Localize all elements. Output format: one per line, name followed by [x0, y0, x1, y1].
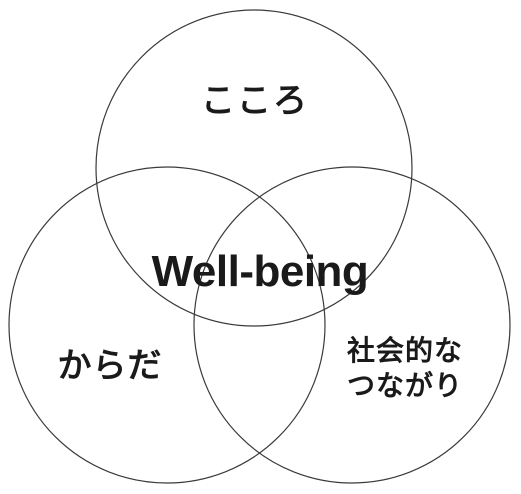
label-body: からだ: [57, 346, 163, 386]
label-social-connection: 社会的な つながり: [330, 333, 480, 403]
circle-social: [193, 166, 511, 484]
circle-body: [8, 166, 326, 484]
label-social-line-2: つながり: [346, 369, 463, 402]
label-mind: こころ: [201, 81, 309, 121]
label-social-line-1: 社会的な: [346, 334, 463, 367]
circle-mind: [95, 9, 413, 327]
label-well-being: Well-being: [151, 247, 369, 296]
